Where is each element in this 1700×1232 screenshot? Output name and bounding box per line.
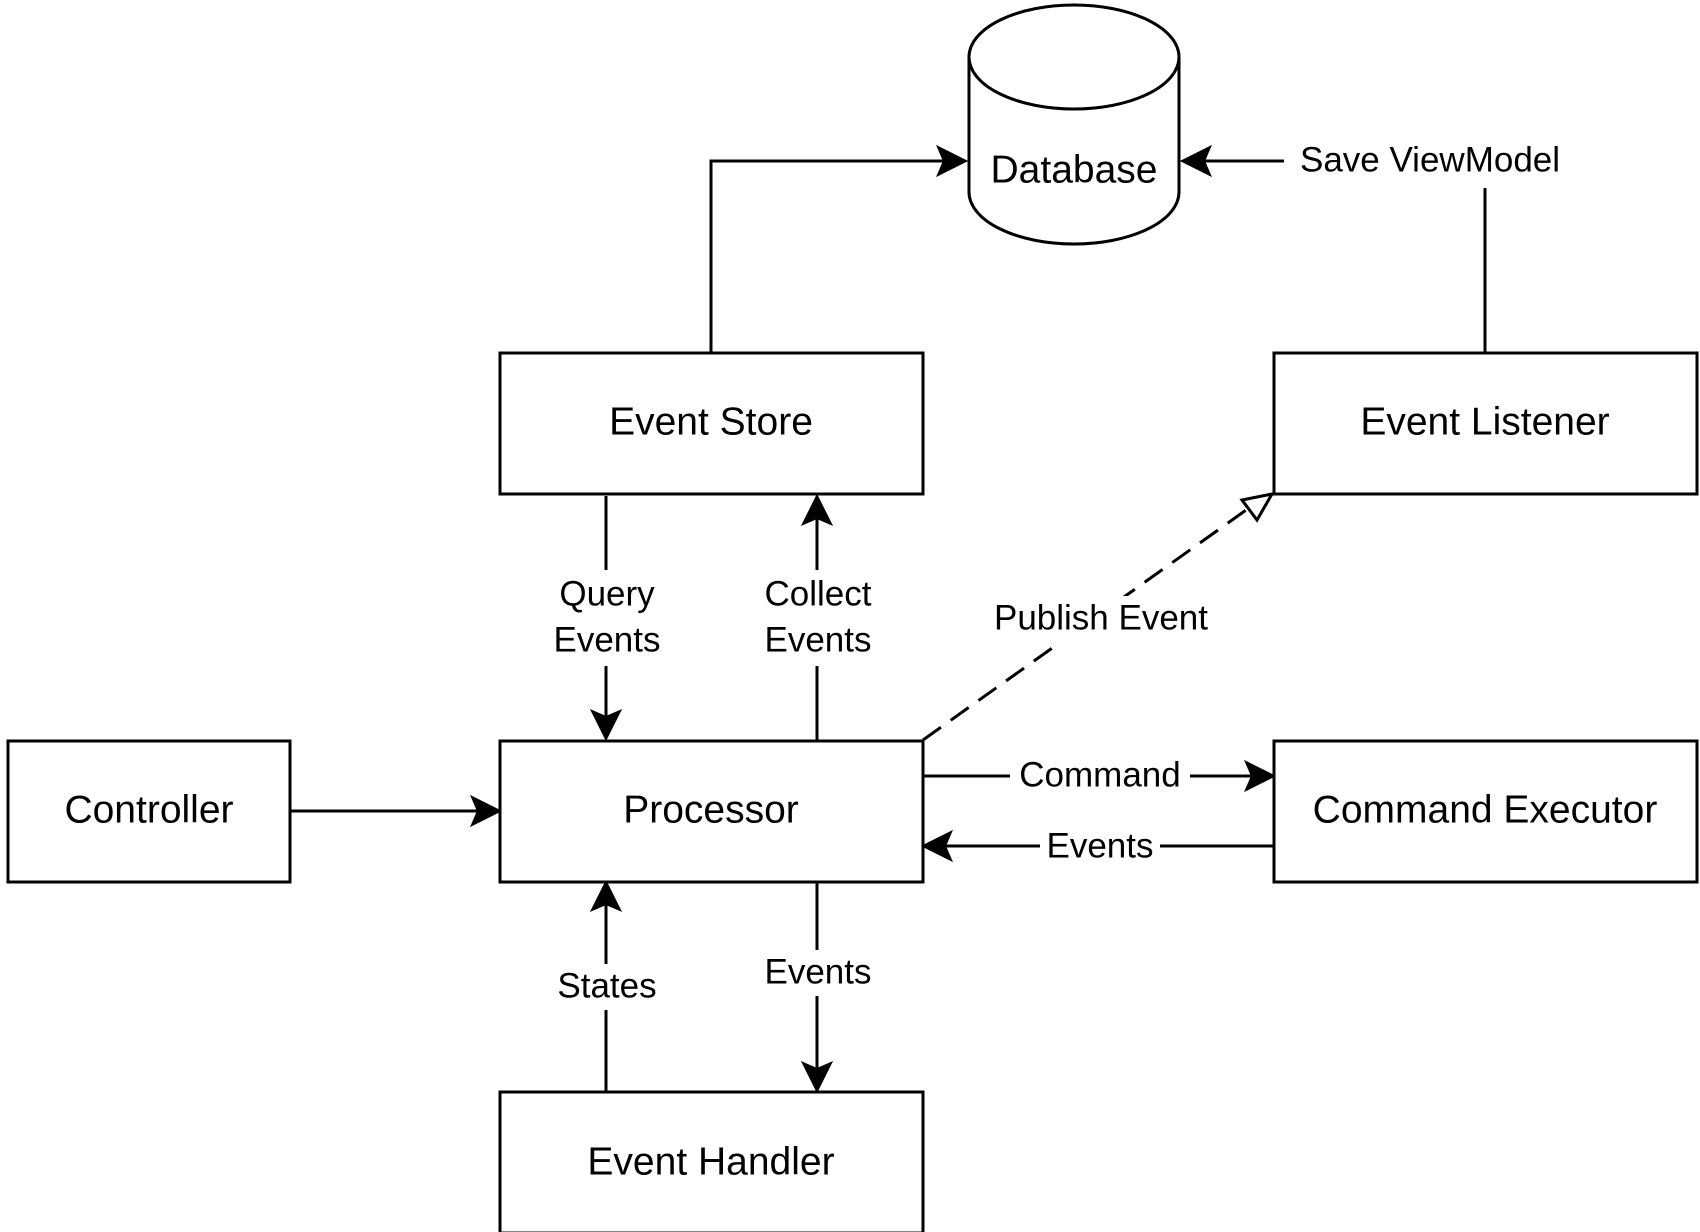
svg-text:Events: Events: [1047, 826, 1154, 865]
edge-label-states: States: [550, 964, 664, 1010]
node-event-listener[interactable]: Event Listener: [1272, 351, 1699, 496]
svg-text:Publish Event: Publish Event: [994, 598, 1208, 637]
node-processor[interactable]: Processor: [498, 739, 925, 884]
node-processor-label: Processor: [623, 788, 799, 831]
edge-label-events-back: Events: [1040, 824, 1160, 870]
svg-text:Command: Command: [1019, 755, 1180, 794]
edge-eventstore-to-database: [709, 144, 969, 352]
edge-label-save-viewmodel: Save ViewModel: [1284, 138, 1574, 188]
node-controller-label: Controller: [64, 788, 233, 831]
node-command-executor-label: Command Executor: [1313, 788, 1658, 831]
edge-controller-to-processor: [290, 794, 503, 828]
svg-text:States: States: [557, 966, 656, 1005]
node-event-listener-label: Event Listener: [1360, 400, 1609, 443]
edge-label-command: Command: [1010, 754, 1190, 800]
node-event-handler-label: Event Handler: [587, 1140, 834, 1183]
node-controller[interactable]: Controller: [6, 739, 292, 884]
edge-label-publish-event: Publish Event: [980, 596, 1222, 644]
svg-text:Events: Events: [765, 620, 872, 659]
svg-text:Save ViewModel: Save ViewModel: [1300, 140, 1560, 179]
svg-text:Events: Events: [554, 620, 661, 659]
node-event-store[interactable]: Event Store: [498, 351, 925, 496]
svg-text:Query: Query: [559, 574, 655, 613]
node-command-executor[interactable]: Command Executor: [1272, 739, 1699, 884]
node-event-handler[interactable]: Event Handler: [498, 1090, 925, 1232]
node-event-store-label: Event Store: [609, 400, 813, 443]
svg-text:Events: Events: [765, 952, 872, 991]
edge-label-collect-events: Collect Events: [756, 570, 878, 666]
node-database[interactable]: Database: [967, 3, 1181, 246]
edge-label-query-events: Query Events: [548, 570, 666, 666]
edge-label-events-down: Events: [758, 950, 876, 996]
node-database-label: Database: [991, 148, 1158, 191]
svg-text:Collect: Collect: [765, 574, 872, 613]
